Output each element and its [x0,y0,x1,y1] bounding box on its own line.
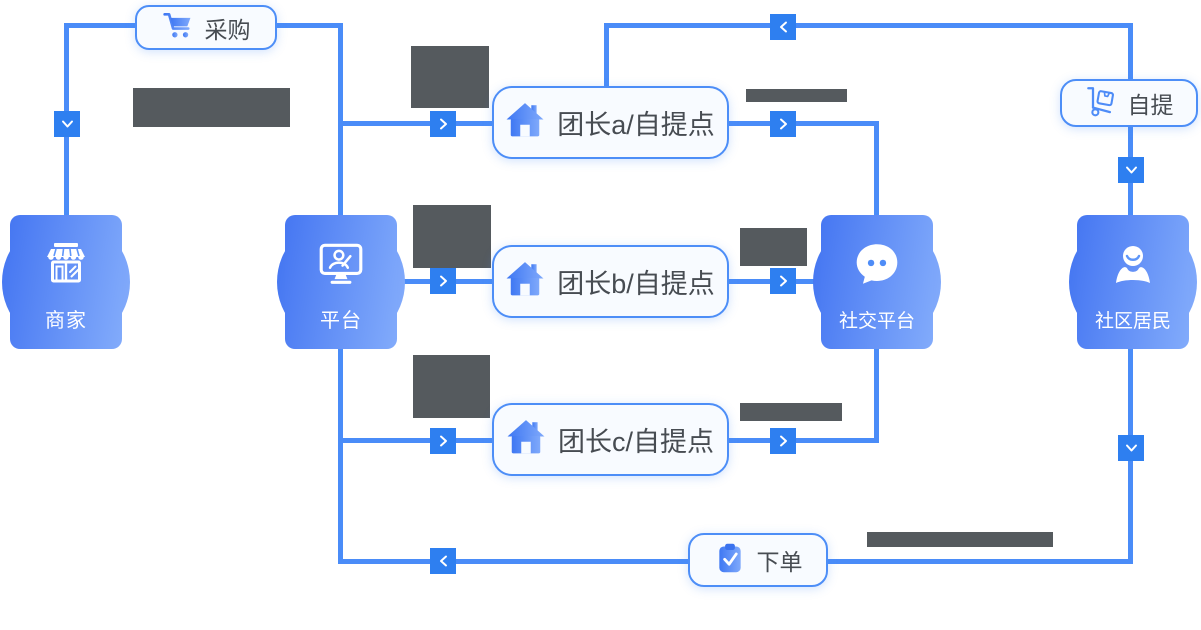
house-icon [507,419,545,460]
connector-line [341,121,492,126]
arrow-down-badge [54,111,80,137]
redacted-text-block [746,89,847,102]
pill-label: 下单 [756,549,803,575]
clipboard-check-icon [714,541,746,580]
node-label: 平台 [320,310,362,332]
chevron-down-icon [1125,166,1137,174]
arrow-left-badge [770,14,796,40]
chevron-down-icon [1125,444,1137,452]
connector-line [604,23,1133,28]
pill-label: 团长c/自提点 [557,427,714,457]
node-social-platform[interactable]: 社交平台 [813,215,941,349]
arrow-right-badge [770,111,796,137]
chevron-right-icon [439,118,447,130]
storefront-icon [10,241,122,285]
person-smile-icon [1077,241,1189,287]
pill-label: 团长b/自提点 [557,269,715,299]
pill-self-pickup[interactable]: 自提 [1060,79,1198,127]
arrow-down-badge [1118,157,1144,183]
node-label: 社区居民 [1094,311,1171,332]
arrow-right-badge [770,268,796,294]
chevron-right-icon [779,435,787,447]
redacted-text-block [740,228,807,266]
node-body [821,215,933,349]
redacted-text-block [413,205,491,268]
redacted-text-block [133,88,290,127]
redacted-text-block [867,532,1053,547]
chevron-right-icon [779,118,787,130]
pill-label: 团长a/自提点 [557,110,715,140]
pill-leader-a[interactable]: 团长a/自提点 [492,86,729,159]
cart-icon [162,10,194,45]
connector-line [729,121,879,126]
connector-line [729,438,879,443]
connector-line [604,23,609,90]
chevron-right-icon [439,275,447,287]
redacted-text-block [740,403,842,421]
arrow-right-badge [770,428,796,454]
connector-line [874,348,879,443]
pill-label: 采购 [204,16,251,43]
monitor-user-icon [285,241,397,285]
arrow-left-badge [430,548,456,574]
chevron-left-icon [779,21,787,33]
chevron-left-icon [439,555,447,567]
trolley-icon [1085,85,1117,122]
arrow-right-badge [430,268,456,294]
connector-line [874,121,879,215]
chevron-down-icon [61,120,73,128]
node-label: 社交平台 [838,311,915,332]
arrow-right-badge [430,111,456,137]
pill-leader-c[interactable]: 团长c/自提点 [492,403,729,476]
pill-label: 自提 [1127,92,1174,118]
chat-bubble-icon [821,241,933,287]
connector-line [341,438,492,443]
node-merchant[interactable]: 商家 [2,215,130,349]
node-residents[interactable]: 社区居民 [1069,215,1197,349]
chevron-right-icon [439,435,447,447]
node-platform[interactable]: 平台 [277,215,405,349]
arrow-right-badge [430,428,456,454]
house-icon [506,261,544,302]
pill-place-order[interactable]: 下单 [688,533,828,587]
node-label: 商家 [45,310,87,332]
connector-line [338,348,343,564]
chevron-right-icon [779,275,787,287]
arrow-down-badge [1118,435,1144,461]
node-body [1077,215,1189,349]
redacted-text-block [411,46,489,108]
pill-procure[interactable]: 采购 [135,5,277,50]
connector-line [338,23,343,215]
pill-leader-b[interactable]: 团长b/自提点 [492,245,729,318]
house-icon [506,102,544,143]
redacted-text-block [413,355,490,418]
